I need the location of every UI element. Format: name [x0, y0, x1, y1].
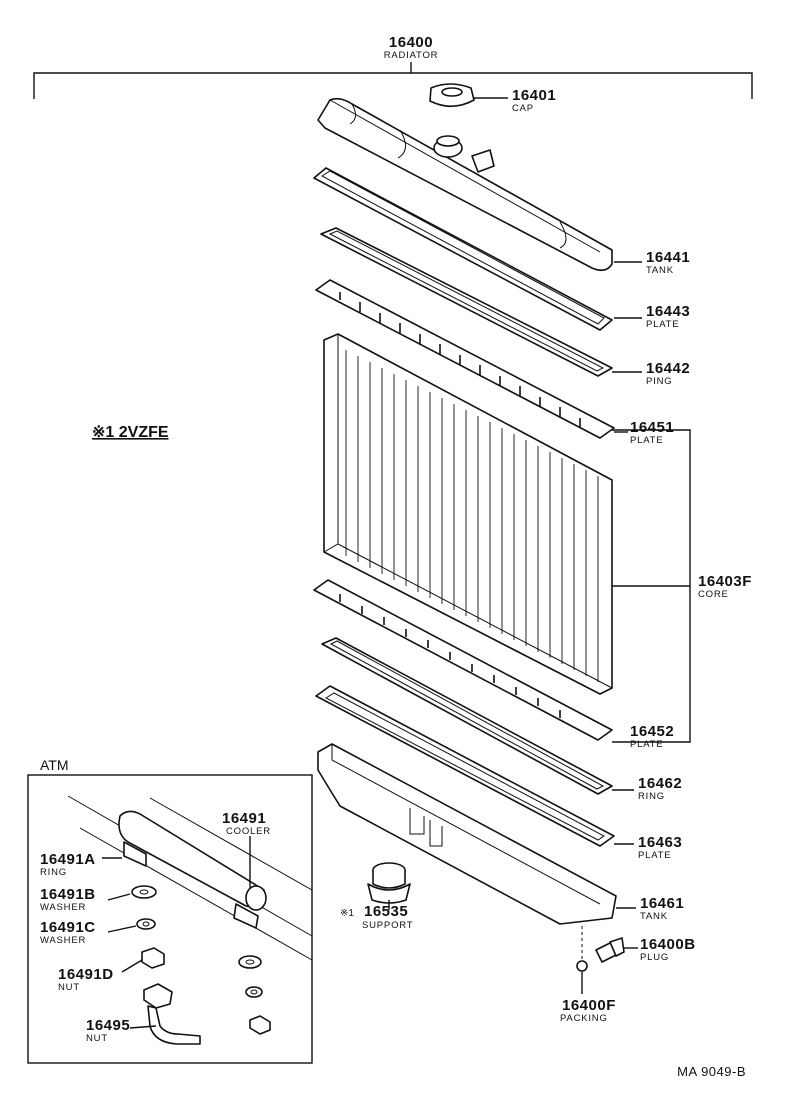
plug-number: 16400B: [640, 936, 696, 953]
cooler-label: COOLER: [226, 826, 271, 837]
plate-16451-part[interactable]: [315, 279, 615, 439]
plate-16463-label: PLATE: [638, 850, 671, 861]
nut-d-leader: [121, 959, 143, 973]
lower-tank-part[interactable]: [317, 743, 617, 925]
tank-number: 16441: [646, 249, 690, 266]
atm-inset-frame: [27, 774, 313, 1064]
cooler-ring-number: 16491A: [40, 851, 96, 868]
engine-note: ※1 2VZFE: [92, 424, 169, 441]
nut-16495-number: 16495: [86, 1017, 130, 1034]
cooler-number: 16491: [222, 810, 266, 827]
ring-16462-number: 16462: [638, 775, 682, 792]
plate-16452-label: PLATE: [630, 739, 663, 750]
packing-part[interactable]: [576, 960, 588, 972]
plate-16443-part[interactable]: [313, 167, 613, 331]
nut-16495-label: NUT: [86, 1033, 108, 1044]
drain-plug-part[interactable]: [595, 937, 625, 963]
ring-16442-label: PING: [646, 376, 672, 387]
atm-inset-title: ATM: [40, 757, 69, 773]
ring-16462-label: RING: [638, 791, 665, 802]
washer-c-part[interactable]: [136, 918, 263, 998]
plate-16452-number: 16452: [630, 723, 674, 740]
title-bracket: [33, 62, 753, 99]
plate-16443-label: PLATE: [646, 319, 679, 330]
washer-b-label: WASHER: [40, 902, 86, 913]
core-label: CORE: [698, 589, 729, 600]
atm-inset: ATM 16491 COOLER 16491A RING 16491B WASH…: [27, 757, 313, 1064]
washer-b-number: 16491B: [40, 886, 96, 903]
washer-c-label: WASHER: [40, 935, 86, 946]
plate-16463-number: 16463: [638, 834, 682, 851]
washer-b-part[interactable]: [131, 885, 262, 969]
nut-d-number: 16491D: [58, 966, 114, 983]
plate-16443-number: 16443: [646, 303, 690, 320]
support-mark: ※1: [340, 908, 354, 919]
tank-16461-number: 16461: [640, 895, 684, 912]
packing-label: PACKING: [560, 1013, 608, 1024]
core-bracket: [612, 429, 691, 743]
plate-16451-number: 16451: [630, 419, 674, 436]
title-number: 16400: [389, 34, 433, 51]
upper-ring-part[interactable]: [320, 227, 613, 377]
cap-label: CAP: [512, 103, 534, 114]
figure-code: MA 9049-B: [677, 1064, 746, 1079]
title-group: 16400 RADIATOR: [33, 34, 753, 99]
oil-cooler-part[interactable]: [118, 810, 267, 929]
packing-number: 16400F: [562, 997, 616, 1014]
core-fins: [345, 350, 599, 682]
plug-label: PLUG: [640, 952, 669, 963]
core-number: 16403F: [698, 573, 752, 590]
support-label: SUPPORT: [362, 920, 413, 931]
nut-16495-leader: [129, 1025, 157, 1029]
support-number: 16535: [364, 903, 408, 920]
plate-16463-part[interactable]: [315, 685, 615, 847]
cap-number: 16401: [512, 87, 556, 104]
upper-tank-part[interactable]: [317, 97, 613, 272]
cooler-ring-label: RING: [40, 867, 67, 878]
lower-ring-part[interactable]: [321, 637, 613, 795]
cooler-nut-part[interactable]: [143, 983, 201, 1045]
inset-tank-lines: [67, 795, 313, 961]
washer-b-leader: [107, 893, 131, 901]
title-label: RADIATOR: [384, 50, 439, 61]
core-part[interactable]: [323, 333, 613, 695]
tank-16461-label: TANK: [640, 911, 668, 922]
cooler-nut-d-part[interactable]: [141, 947, 271, 1035]
nut-d-label: NUT: [58, 982, 80, 993]
washer-c-leader: [107, 925, 137, 933]
cap-part[interactable]: [429, 83, 475, 108]
plate-16452-part[interactable]: [313, 579, 613, 741]
plate-16451-label: PLATE: [630, 435, 663, 446]
washer-c-number: 16491C: [40, 919, 96, 936]
tank-label: TANK: [646, 265, 674, 276]
support-part[interactable]: [367, 862, 411, 904]
ring-16442-number: 16442: [646, 360, 690, 377]
